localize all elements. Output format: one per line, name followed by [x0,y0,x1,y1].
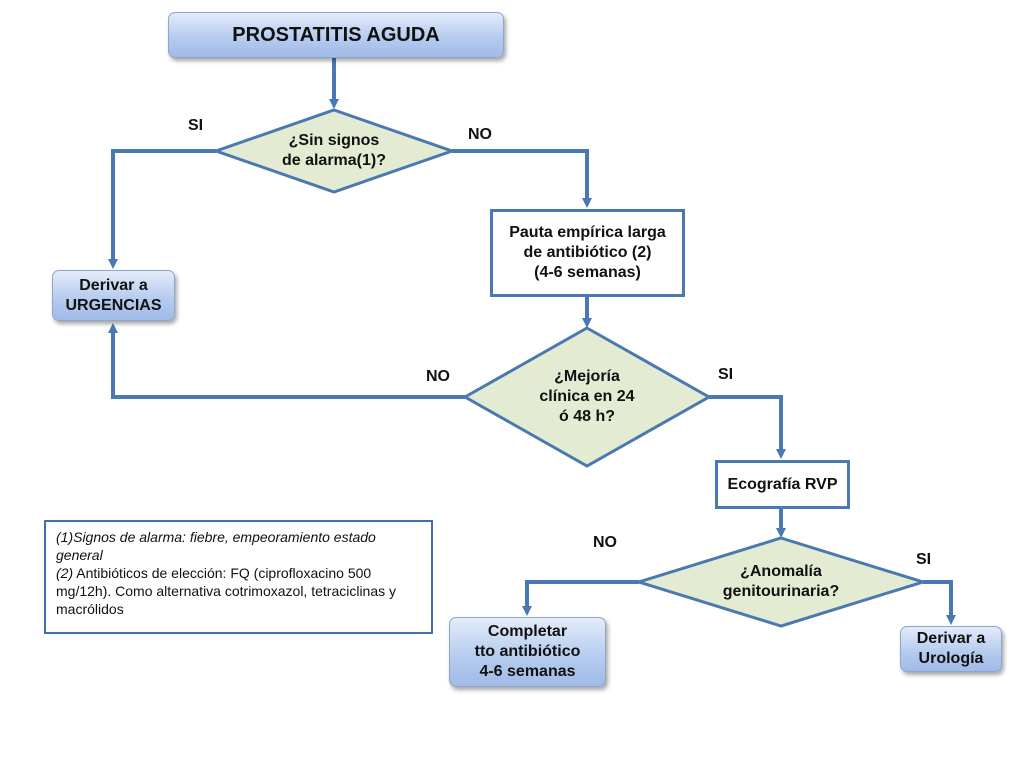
label-si-mejoria: SI [718,366,734,383]
decision-diamond-alarm [211,108,457,194]
derivar-urologia-box: Derivar a Urología [900,626,1002,672]
label-no-alarm: NO [468,126,492,143]
label-no-mejoria: NO [426,368,450,385]
connector-alarm-si [108,149,216,269]
footnote-2-marker: (2) [56,565,74,581]
connector-mejoria-no [108,323,465,399]
decision-diamond-mejoria [461,326,713,468]
label-si-anomalia: SI [916,551,932,568]
decision-anomalia-text: ¿Anomalía genitourinaria? [722,563,840,600]
pauta-empirica-box: Pauta empírica larga de antibiótico (2) … [490,209,685,297]
footnote-2-text: Antibióticos de elección: FQ (ciprofloxa… [56,565,397,617]
title-box: PROSTATITIS AGUDA [168,12,504,58]
completar-tratamiento-box: Completar tto antibiótico 4-6 semanas [449,617,606,687]
derivar-urgencias-box: Derivar a URGENCIAS [52,270,175,321]
decision-mejoria-text: ¿Mejoría clínica en 24 ó 48 h? [539,368,635,425]
footnotes-box: (1)Signos de alarma: fiebre, empeoramien… [44,520,433,634]
label-no-anomalia: NO [593,534,617,551]
footnote-1: (1)Signos de alarma: fiebre, empeoramien… [56,529,376,563]
page-title: PROSTATITIS AGUDA [232,23,440,46]
decision-alarm-text: ¿Sin signos de alarma(1)? [281,132,387,169]
connector-mejoria-si [709,395,786,459]
connector-anomalia-si [923,580,956,625]
footnote-2: (2) Antibióticos de elección: FQ (ciprof… [56,564,421,618]
connector-alarm-no [452,149,592,208]
ecografia-box: Ecografía RVP [715,460,850,509]
label-si-alarm: SI [188,117,204,134]
connector-anomalia-no [522,580,639,616]
decision-diamond-anomalia [633,536,929,628]
